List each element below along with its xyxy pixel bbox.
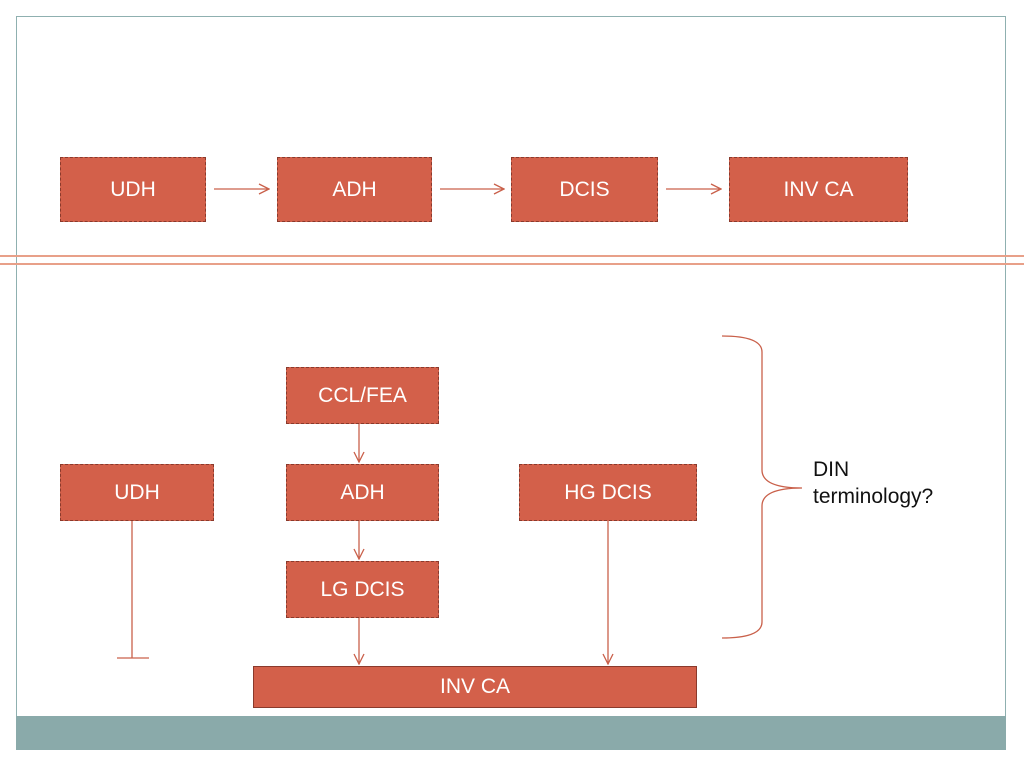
note-line-1: DIN: [813, 458, 850, 481]
top-box-udh-label: UDH: [110, 177, 156, 201]
top-box-dcis-label: DCIS: [559, 177, 610, 201]
top-box-dcis: DCIS: [511, 157, 658, 222]
note-line-2: terminology?: [813, 485, 934, 509]
section-divider-lower: [0, 263, 1024, 265]
section-divider-upper: [0, 255, 1024, 257]
box-udh-label: UDH: [114, 480, 160, 504]
top-box-adh: ADH: [277, 157, 432, 222]
box-hg-dcis-label: HG DCIS: [564, 480, 652, 504]
box-adh: ADH: [286, 464, 439, 521]
box-lg-dcis: LG DCIS: [286, 561, 439, 618]
top-box-adh-label: ADH: [332, 177, 377, 201]
box-lg-dcis-label: LG DCIS: [320, 577, 405, 601]
box-inv-ca-label: INV CA: [439, 675, 510, 698]
box-udh: UDH: [60, 464, 214, 521]
box-adh-label: ADH: [340, 480, 385, 504]
top-box-inv-ca-label: INV CA: [783, 177, 854, 201]
top-box-inv-ca: INV CA: [729, 157, 908, 222]
curly-brace: [721, 335, 803, 639]
din-terminology-note: DIN terminology?: [813, 456, 933, 511]
box-ccl-fea: CCL/FEA: [286, 367, 439, 424]
footer-band: [16, 716, 1006, 750]
box-ccl-fea-label: CCL/FEA: [318, 383, 407, 407]
box-hg-dcis: HG DCIS: [519, 464, 697, 521]
slide-frame: [16, 16, 1006, 750]
box-inv-ca: INV CA: [253, 666, 697, 708]
top-box-udh: UDH: [60, 157, 206, 222]
